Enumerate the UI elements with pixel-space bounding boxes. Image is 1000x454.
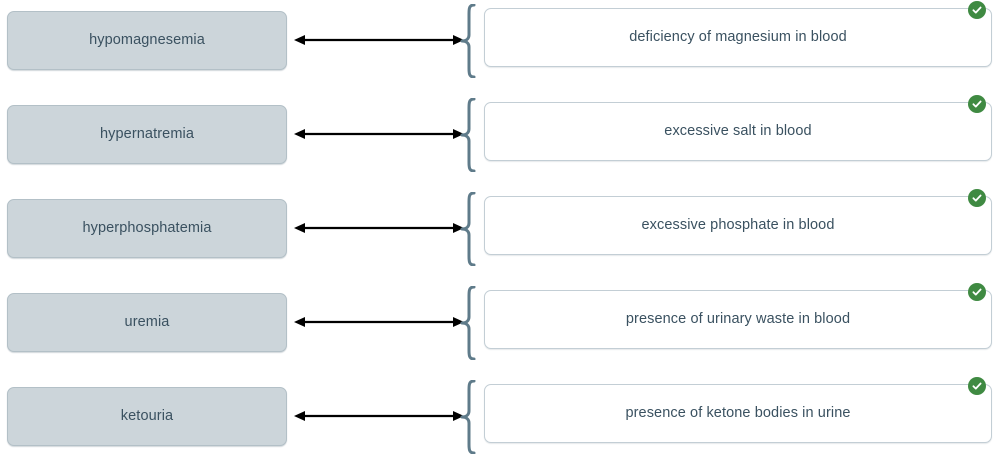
term-box[interactable]: ketouria	[7, 387, 287, 446]
double-headed-arrow-icon	[294, 218, 464, 238]
term-box[interactable]: hyperphosphatemia	[7, 199, 287, 258]
match-row: uremia presence of urinary waste in bloo…	[0, 282, 1000, 376]
curly-brace-icon	[458, 286, 480, 360]
term-box[interactable]: uremia	[7, 293, 287, 352]
curly-brace-icon	[458, 98, 480, 172]
term-box[interactable]: hypomagnesemia	[7, 11, 287, 70]
curly-brace-icon	[458, 4, 480, 78]
match-row: hyperphosphatemia excessive phosphate in…	[0, 188, 1000, 282]
definition-card[interactable]: deficiency of magnesium in blood	[484, 8, 992, 67]
definition-card[interactable]: presence of urinary waste in blood	[484, 290, 992, 349]
check-circle-icon	[968, 377, 986, 395]
term-label: uremia	[124, 313, 170, 330]
double-headed-arrow-icon	[294, 30, 464, 50]
definition-label: excessive phosphate in blood	[641, 216, 835, 233]
definition-card[interactable]: presence of ketone bodies in urine	[484, 384, 992, 443]
match-row: hypernatremia excessive salt in blood	[0, 94, 1000, 188]
check-circle-icon	[968, 95, 986, 113]
match-row: ketouria presence of ketone bodies in ur…	[0, 376, 1000, 454]
check-circle-icon	[968, 1, 986, 19]
definition-card[interactable]: excessive phosphate in blood	[484, 196, 992, 255]
definition-label: presence of urinary waste in blood	[625, 310, 851, 327]
curly-brace-icon	[458, 380, 480, 454]
definition-card[interactable]: excessive salt in blood	[484, 102, 992, 161]
term-label: hypomagnesemia	[89, 31, 205, 48]
match-row: hypomagnesemia deficiency of magnesium i…	[0, 0, 1000, 94]
double-headed-arrow-icon	[294, 124, 464, 144]
definition-label: presence of ketone bodies in urine	[625, 404, 851, 421]
definition-label: excessive salt in blood	[664, 122, 812, 139]
double-headed-arrow-icon	[294, 312, 464, 332]
double-headed-arrow-icon	[294, 406, 464, 426]
check-circle-icon	[968, 283, 986, 301]
term-label: ketouria	[120, 407, 174, 424]
curly-brace-icon	[458, 192, 480, 266]
term-label: hypernatremia	[100, 125, 194, 142]
term-label: hyperphosphatemia	[82, 219, 212, 236]
check-circle-icon	[968, 189, 986, 207]
definition-label: deficiency of magnesium in blood	[629, 28, 847, 45]
term-box[interactable]: hypernatremia	[7, 105, 287, 164]
